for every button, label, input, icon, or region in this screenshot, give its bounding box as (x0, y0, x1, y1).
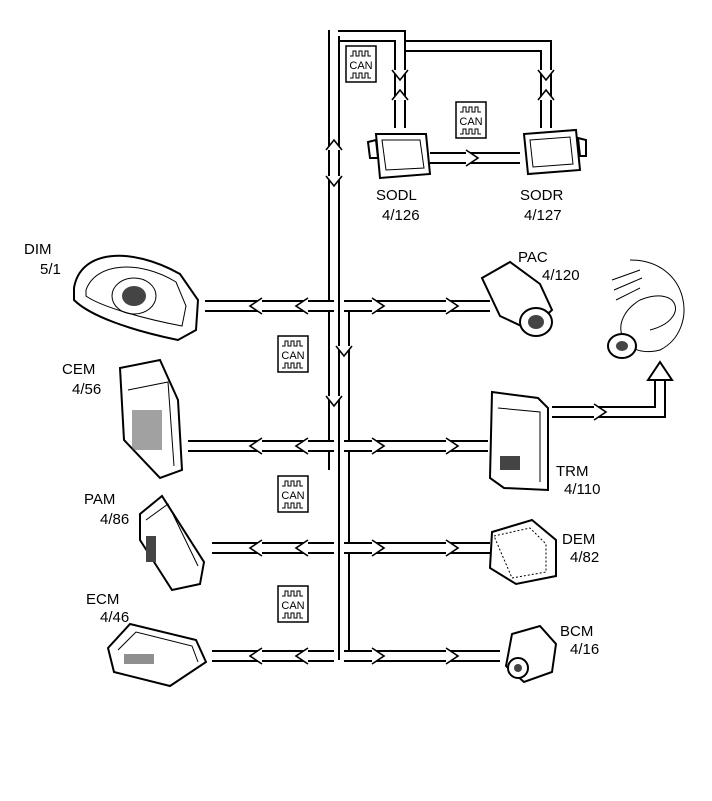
dem-module-icon (488, 518, 557, 586)
can-badge-top: CAN (345, 45, 377, 83)
cem-module-icon (118, 358, 184, 480)
bcm-name: BCM (560, 623, 593, 640)
antenna-cable-icon (607, 259, 685, 359)
sodr-module-icon (522, 128, 587, 176)
trm-code: 4/110 (564, 481, 600, 498)
cem-code: 4/56 (72, 381, 101, 398)
pam-name: PAM (84, 491, 115, 508)
sodr-code: 4/127 (524, 207, 562, 224)
ecm-name: ECM (86, 591, 119, 608)
sodl-code: 4/126 (382, 207, 420, 224)
can-badge-cem-pam: CAN (277, 475, 309, 513)
dim-name: DIM (24, 241, 52, 258)
can-badge-pam-ecm: CAN (277, 585, 309, 623)
sodl-module-icon (366, 133, 432, 180)
ecm-module-icon (106, 622, 208, 688)
cem-name: CEM (62, 361, 95, 378)
trm-name: TRM (556, 463, 589, 480)
pam-code: 4/86 (100, 511, 129, 528)
pac-camera-icon (480, 260, 554, 337)
signal-arrows (248, 69, 608, 665)
can-badge-dim-cem: CAN (277, 335, 309, 373)
bus-lines (188, 30, 674, 662)
svg-text:CAN: CAN (281, 350, 304, 362)
bcm-module-icon (504, 624, 558, 684)
pam-module-icon (139, 494, 206, 592)
dem-name: DEM (562, 531, 595, 548)
pac-code: 4/120 (542, 267, 580, 284)
bcm-code: 4/16 (570, 641, 599, 658)
sodl-name: SODL (376, 187, 417, 204)
can-badge-sodl-sodr: CAN (455, 101, 487, 139)
sodr-name: SODR (520, 187, 564, 204)
ecm-code: 4/46 (100, 609, 129, 626)
svg-text:CAN: CAN (281, 600, 304, 612)
pac-name: PAC (518, 249, 548, 266)
trm-module-icon (488, 390, 549, 492)
dim-code: 5/1 (40, 261, 61, 278)
svg-text:CAN: CAN (459, 116, 482, 128)
dem-code: 4/82 (570, 549, 599, 566)
dim-cluster-icon (73, 254, 200, 342)
svg-text:CAN: CAN (349, 60, 372, 72)
svg-text:CAN: CAN (281, 490, 304, 502)
